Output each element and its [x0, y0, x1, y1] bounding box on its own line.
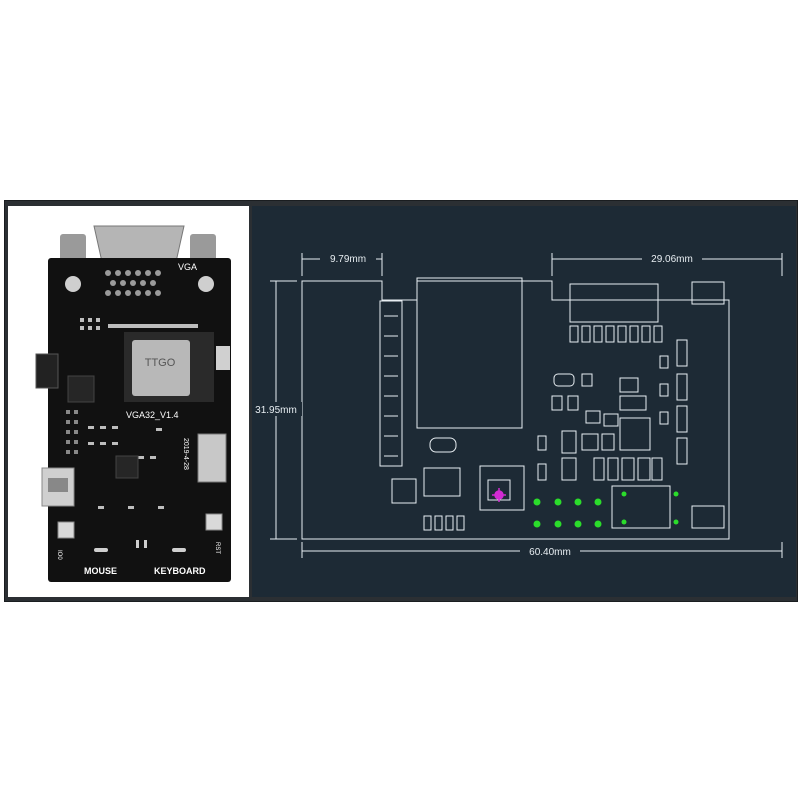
io0-button[interactable] [57, 521, 75, 539]
sd-card-slot [197, 433, 227, 483]
dim-label-bg-c [252, 402, 302, 416]
dim-height-label: 31.95mm [255, 405, 297, 416]
mount-pad-top [691, 281, 725, 305]
esp32-footprint [416, 277, 523, 429]
micro-usb-opening [48, 478, 68, 492]
mouse-connector-mark [94, 548, 108, 552]
dim-label-bg-b [642, 251, 702, 265]
magenta-marker [492, 488, 506, 502]
audio-jack [35, 353, 59, 389]
dimension-drawing: 9.79mm 29.06mm 31.95mm 60.40mm [252, 251, 783, 558]
usb-chip [619, 417, 651, 451]
pad-row-bottom [423, 515, 465, 531]
keyboard-connector-mark [172, 548, 186, 552]
dimension-drawing-panel: 9.79mm 29.06mm 31.95mm 60.40mm [252, 206, 796, 597]
dim-label-bg-d [520, 544, 580, 558]
mount-hole-left [65, 276, 81, 292]
right-column-parts [659, 339, 688, 465]
small-pins [136, 540, 147, 548]
module-brand: TTGO [145, 357, 176, 369]
keyboard-label: KEYBOARD [154, 566, 206, 576]
left-edge-pads [66, 410, 78, 454]
smd-components [88, 426, 164, 509]
chip-small [67, 375, 95, 403]
header-pins [80, 318, 198, 330]
rst-label: RST [214, 542, 220, 554]
regulator-pad [423, 467, 461, 497]
chip-usb [115, 455, 139, 479]
dim-top-right-label: 29.06mm [651, 254, 693, 265]
center-components [537, 373, 671, 529]
mount-hole-right [198, 276, 214, 292]
board-photo: VGA TTGO VGA32_V1.4 2019-4-28 [35, 225, 231, 582]
module-shield [132, 340, 190, 396]
vga-label: VGA [178, 262, 197, 272]
mount-pad-bottom [691, 505, 725, 529]
io0-label: IO0 [56, 550, 62, 560]
jack-footprint [479, 465, 525, 511]
vga-footprint [569, 283, 659, 323]
green-leds [533, 491, 679, 528]
dim-label-bg-a [320, 251, 376, 265]
mouse-label: MOUSE [84, 566, 117, 576]
usb-side-connector [216, 346, 230, 370]
antenna-strip [379, 300, 403, 467]
resistor-array [569, 325, 663, 343]
antenna-traces [384, 315, 398, 457]
board-outline [301, 280, 730, 540]
switch-footprint [391, 478, 417, 504]
sd-footprint [611, 485, 671, 529]
oval-pad [429, 437, 457, 453]
date-code: 2019-4-28 [182, 438, 189, 470]
rst-button[interactable] [205, 513, 223, 531]
vga-connector [93, 225, 185, 263]
dim-top-left-label: 9.79mm [330, 254, 366, 265]
board-label: VGA32_V1.4 [126, 410, 179, 420]
board-photo-panel: VGA TTGO VGA32_V1.4 2019-4-28 [8, 206, 249, 597]
vga-pins [105, 270, 161, 296]
dim-width-label: 60.40mm [529, 547, 571, 558]
